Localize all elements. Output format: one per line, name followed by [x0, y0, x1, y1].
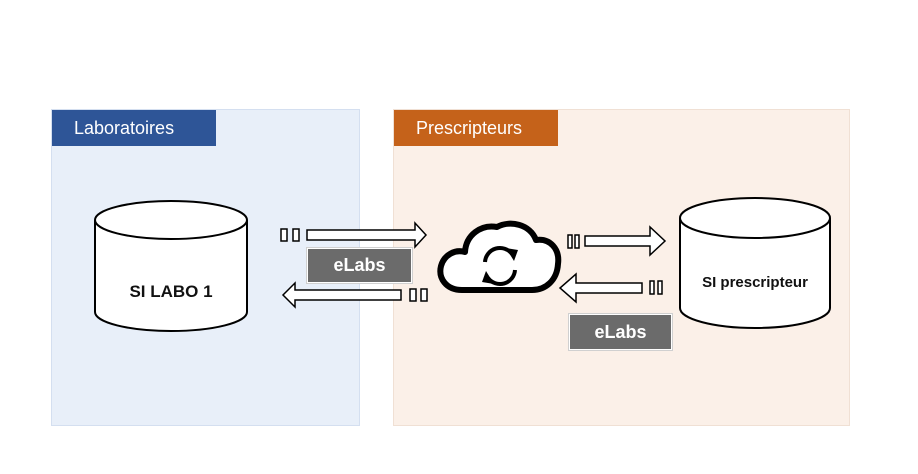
- cloud-sync-icon: [437, 220, 562, 293]
- arrow-prescriber-to-cloud-icon: [558, 272, 663, 304]
- elabs-badge-left: eLabs: [307, 248, 412, 283]
- prescriber-system-label: SI prescripteur: [702, 274, 808, 291]
- arrow-cloud-to-lab-icon: [281, 281, 428, 309]
- laboratories-zone-title: Laboratoires: [52, 110, 216, 146]
- elabs-badge-right: eLabs: [569, 314, 672, 350]
- arrow-lab-to-cloud-icon: [280, 221, 428, 249]
- prescriber-database-icon: [679, 197, 831, 329]
- lab-database-icon: [94, 200, 248, 332]
- arrow-cloud-to-prescriber-icon: [567, 225, 667, 257]
- lab-system-label: SI LABO 1: [129, 282, 213, 301]
- prescribers-zone-title: Prescripteurs: [394, 110, 558, 146]
